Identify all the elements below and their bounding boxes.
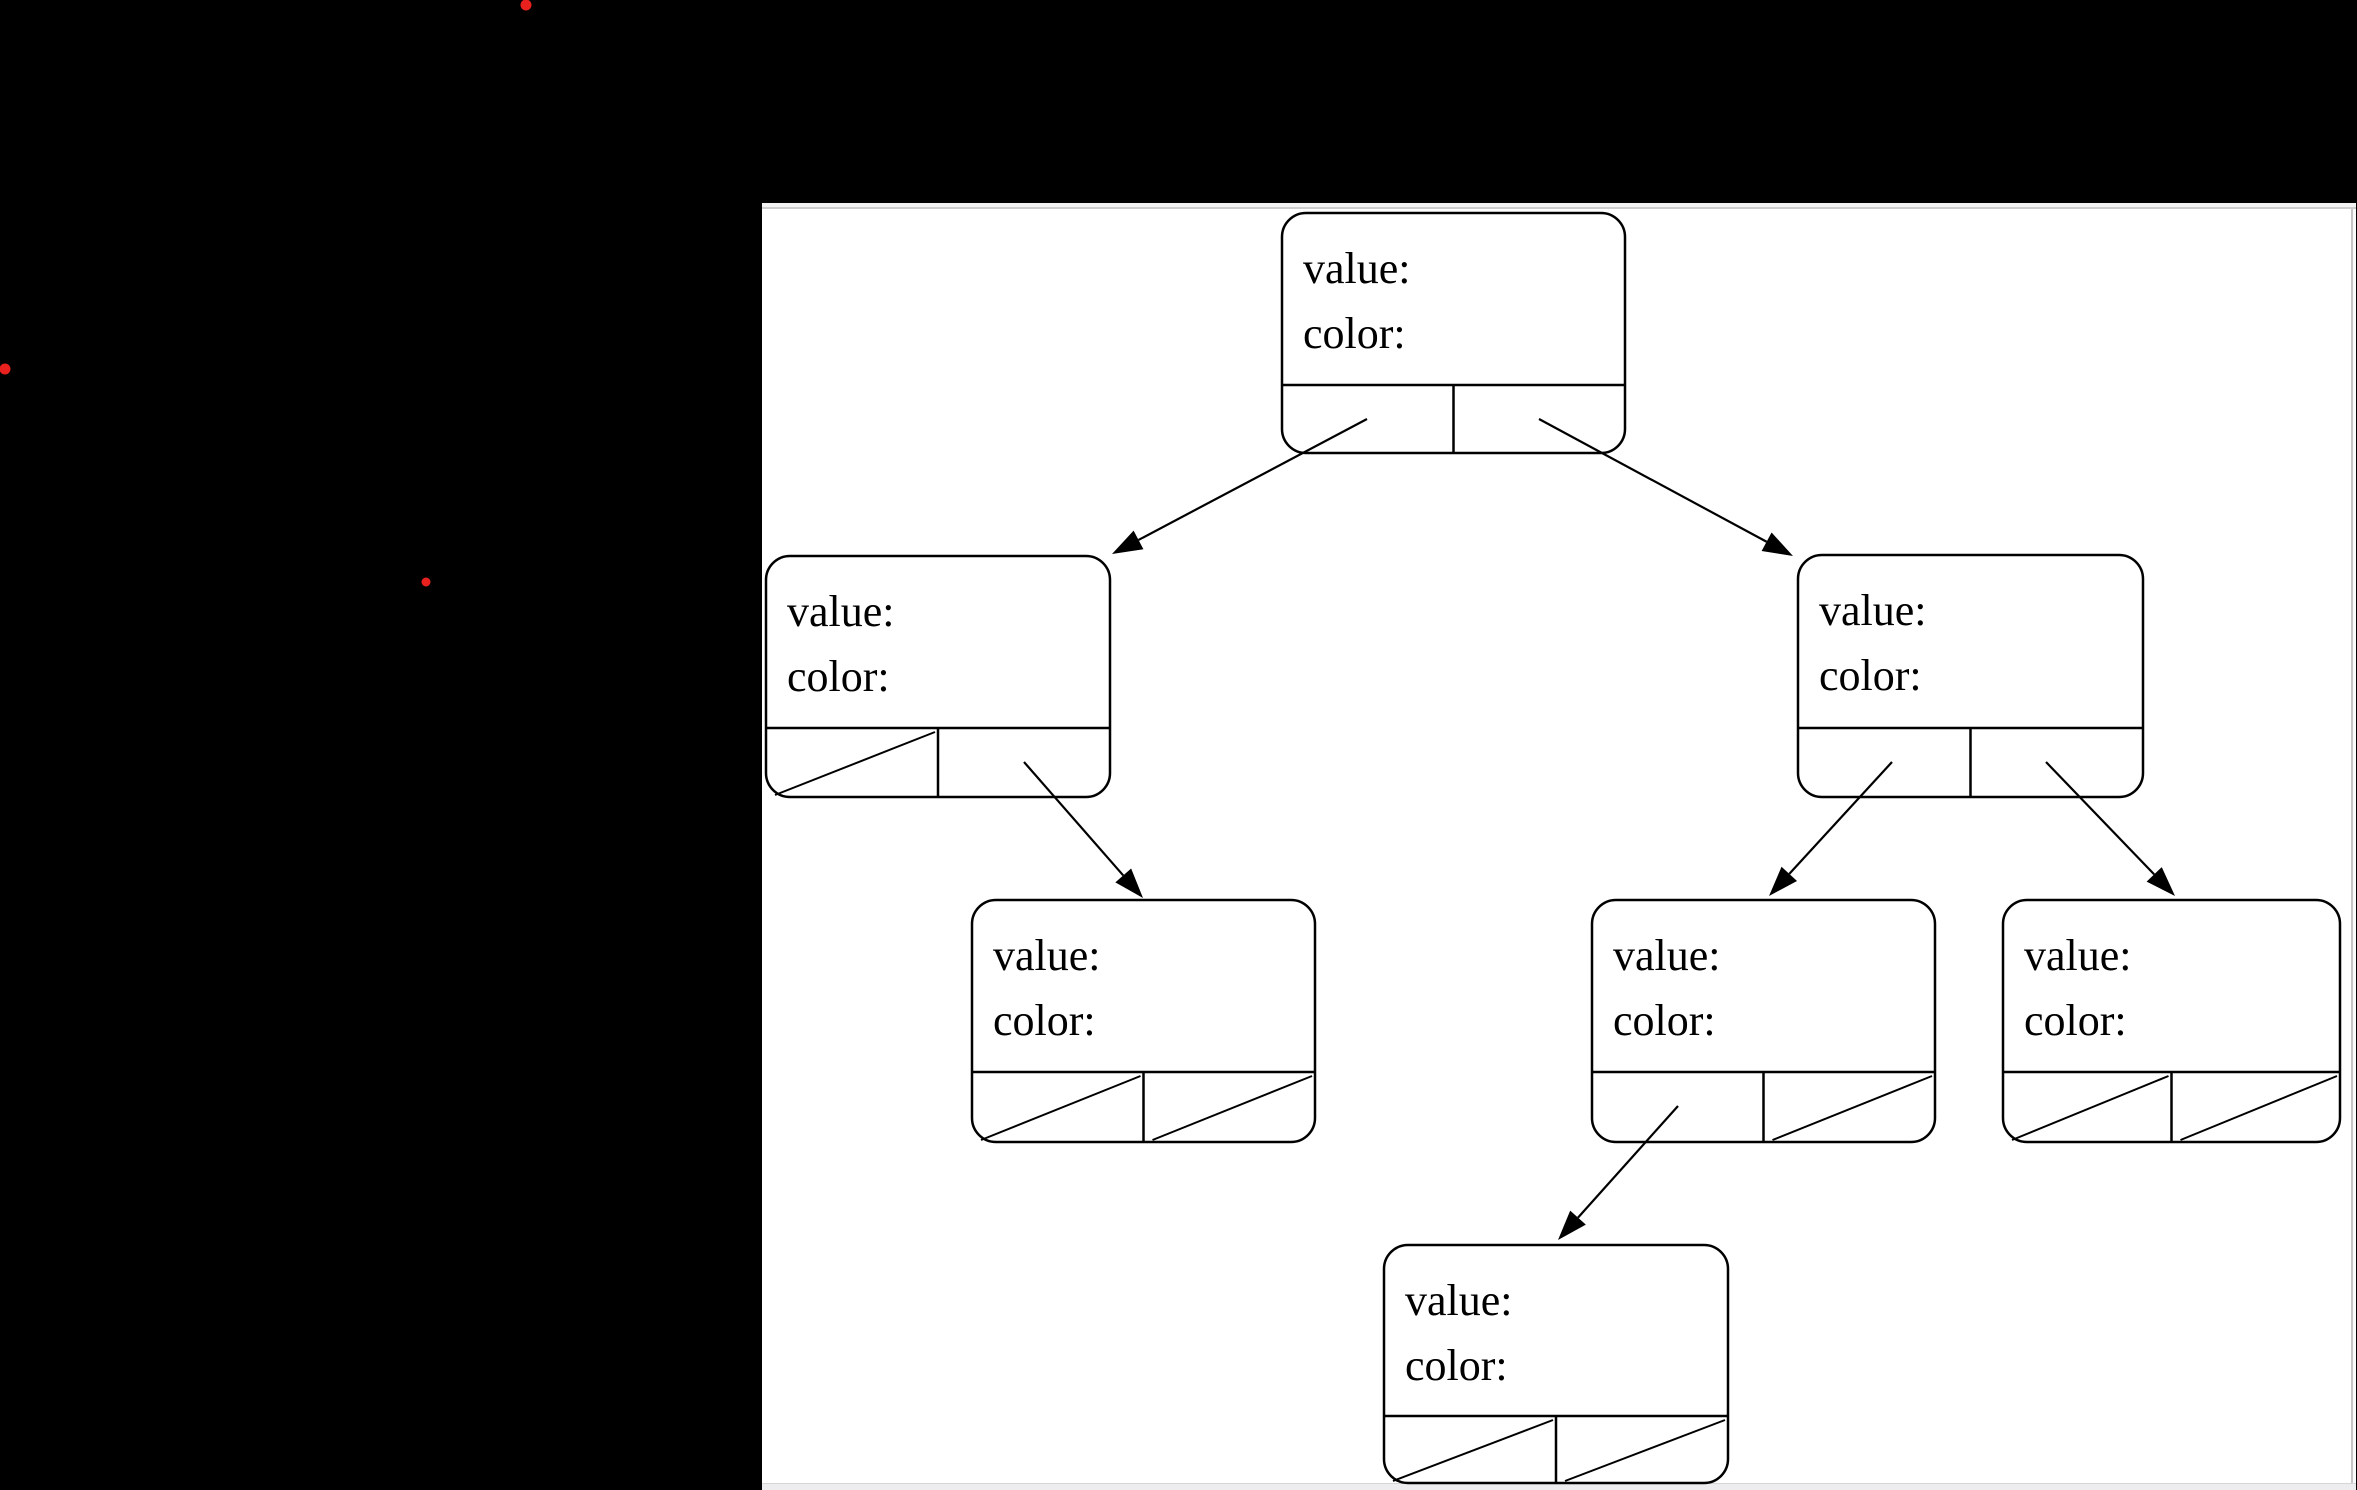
nil-pointer-slash: [1564, 1419, 1726, 1482]
tree-node-root: value: color:: [1280, 211, 1627, 455]
edge-line: [2045, 761, 2155, 876]
edge-arrowhead-icon: [1115, 868, 1143, 898]
node-value-label: value:: [1613, 931, 1721, 980]
node-value-label: value:: [787, 587, 895, 636]
tree-node-bottom: value: color:: [1382, 1243, 1730, 1485]
edge-line: [1788, 761, 1893, 875]
node-value-label: value:: [2024, 931, 2132, 980]
nil-pointer-slash: [980, 1075, 1141, 1141]
page-right-margin: [2353, 209, 2356, 1483]
tree-node-right-left: value: color:: [1590, 898, 1937, 1144]
red-marker-dot: [0, 363, 11, 375]
red-marker-dot: [520, 0, 532, 11]
tree-node-right-right: value: color:: [2001, 898, 2342, 1144]
edge-root-right-to-right: [1538, 418, 1793, 556]
edge-arrowhead-icon: [2146, 867, 2175, 896]
edge-line: [1577, 1105, 1679, 1219]
edge-arrowhead-icon: [1761, 532, 1793, 556]
node-color-label: color:: [2024, 996, 2127, 1045]
node-value-label: value:: [993, 931, 1101, 980]
nil-pointer-slash: [1152, 1075, 1313, 1141]
nil-pointer-slash: [774, 731, 936, 796]
edge-right-left-to-right-left: [1769, 761, 1893, 896]
tree-node-right: value: color:: [1796, 553, 2145, 799]
red-marker-dot: [421, 577, 431, 587]
node-color-label: color:: [1613, 996, 1716, 1045]
edge-arrowhead-icon: [1769, 866, 1798, 896]
page-right-edge-line: [2351, 209, 2353, 1483]
nil-pointer-slash: [2011, 1075, 2169, 1141]
tree-node-left: value: color:: [764, 554, 1112, 799]
edge-right-right-to-right-right: [2045, 761, 2175, 896]
nil-pointer-slash: [1392, 1419, 1554, 1482]
edge-line: [1023, 761, 1125, 877]
node-value-label: value:: [1405, 1276, 1513, 1325]
node-color-label: color:: [1405, 1341, 1508, 1390]
edge-line: [1137, 418, 1368, 541]
edge-arrowhead-icon: [1112, 530, 1144, 554]
node-color-label: color:: [787, 652, 890, 701]
edge-root-left-to-left: [1112, 418, 1368, 554]
edge-left-right-to-left-right: [1023, 761, 1143, 898]
node-color-label: color:: [1303, 309, 1406, 358]
node-value-label: value:: [1303, 244, 1411, 293]
nil-pointer-slash: [1772, 1075, 1933, 1141]
node-value-label: value:: [1819, 586, 1927, 635]
edge-arrowhead-icon: [1558, 1210, 1586, 1240]
nil-pointer-slash: [2180, 1075, 2338, 1141]
edge-right-left-left-to-bottom: [1558, 1105, 1679, 1240]
node-color-label: color:: [1819, 651, 1922, 700]
page-top-strip: [762, 203, 2356, 209]
edge-line: [1538, 418, 1768, 543]
node-color-label: color:: [993, 996, 1096, 1045]
tree-node-left-right: value: color:: [970, 898, 1317, 1144]
